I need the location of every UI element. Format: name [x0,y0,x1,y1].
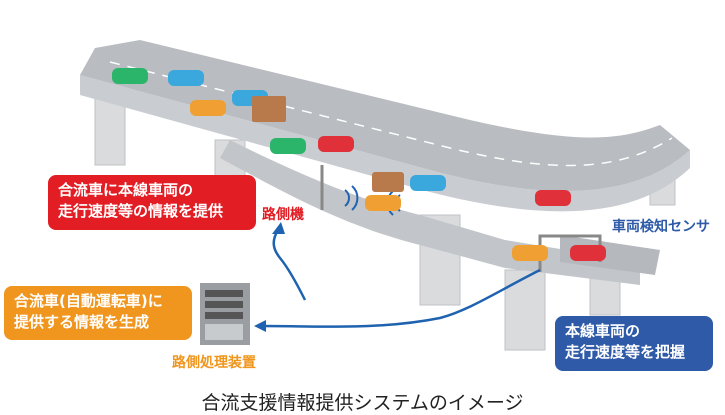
car-icon [270,138,306,154]
callout-line: 合流車に本線車両の [58,181,194,199]
diagram-caption: 合流支援情報提供システムのイメージ [201,392,524,414]
car-icon [168,70,204,86]
data-flow-arrows [261,229,541,328]
roadside-processor-server-icon [200,283,250,345]
callout-line: 走行速度等の情報を提供 [58,202,224,220]
vehicles [112,68,606,261]
vehicle-sensor-label: 車両検知センサ [612,219,710,235]
truck-icon [372,172,404,192]
roadside-unit-label: 路側機 [262,207,304,223]
callout-line: 提供する情報を生成 [14,313,150,331]
callout-line: 本線車両の [565,322,641,340]
main-road [80,40,690,192]
car-icon [318,136,354,152]
car-icon [535,190,571,206]
callout-line: 走行速度等を把握 [565,343,686,361]
merge-info-callout: 合流車に本線車両の 走行速度等の情報を提供 [48,175,256,230]
arrow-head-icon [272,222,285,234]
detect-info-callout: 本線車両の 走行速度等を把握 [555,316,713,371]
truck-icon [252,96,286,122]
roadside-processor-label: 路側処理装置 [172,355,256,371]
generate-info-callout: 合流車(自動運転車)に 提供する情報を生成 [4,286,192,340]
car-icon [112,68,148,84]
car-icon [410,175,446,191]
arrow-head-icon [254,320,266,332]
merging-car-icon [365,195,401,211]
car-icon [512,245,548,261]
car-icon [190,100,226,116]
callout-line: 合流車(自動運転車)に [14,292,163,310]
car-icon [570,245,606,261]
road-deck-side [80,75,690,212]
